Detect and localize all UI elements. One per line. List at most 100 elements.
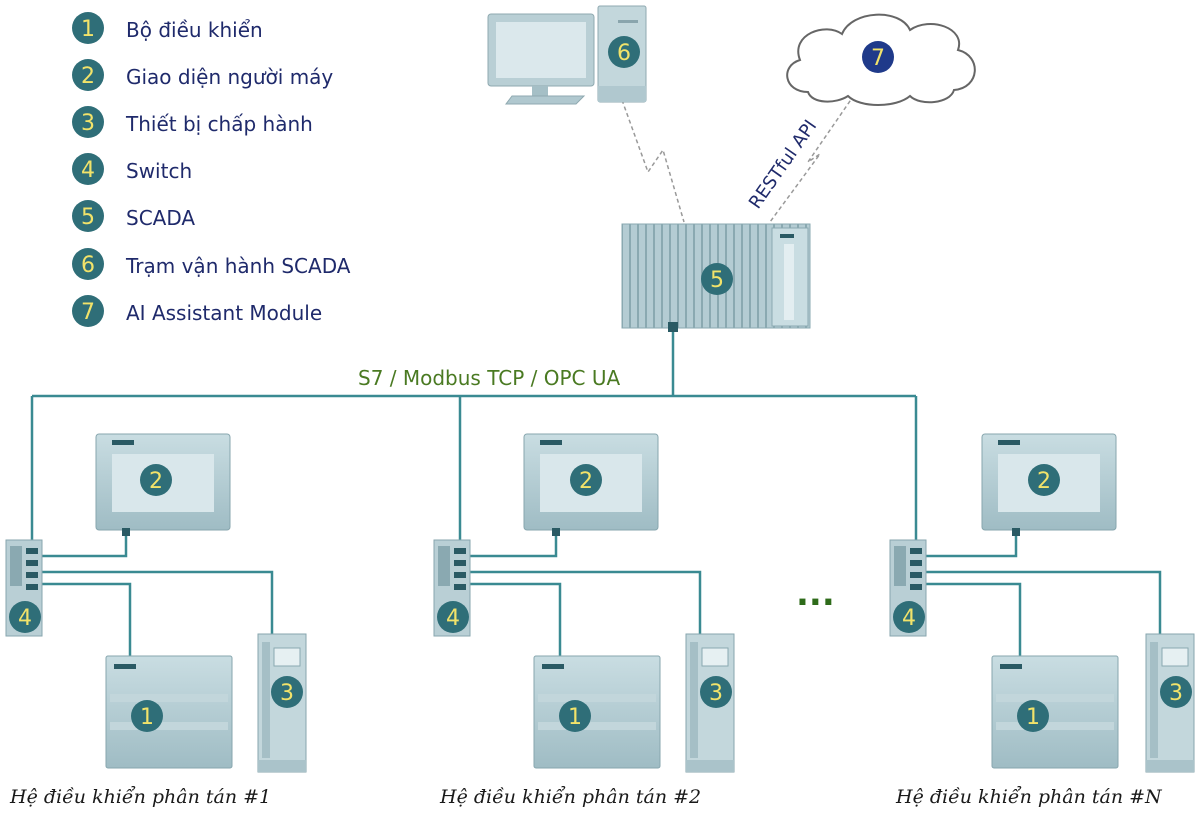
controller-body: [105, 655, 233, 769]
switch-port: [26, 548, 38, 554]
system-caption: Hệ điều khiển phân tán #1: [9, 786, 271, 808]
actuator-rail: [262, 642, 270, 758]
legend-label: Thiết bị chấp hành: [125, 112, 313, 136]
drive-slot: [618, 20, 638, 23]
badge-controller: [131, 700, 163, 732]
badge-hmi: [140, 464, 172, 496]
legend-badge-number: 5: [81, 205, 95, 230]
switch-port: [910, 584, 922, 590]
controller-body: [991, 655, 1119, 769]
switch-port: [26, 560, 38, 566]
system-wiring: [40, 530, 274, 656]
system-caption: Hệ điều khiển phân tán #2: [439, 786, 701, 808]
legend-badge: [72, 12, 104, 44]
hmi-port: [1012, 528, 1020, 536]
badge-actuator-number: 3: [1169, 681, 1183, 706]
legend-item: 2 Giao diện người máy: [72, 59, 333, 91]
legend-label: Bộ điều khiển: [126, 18, 263, 42]
actuator-rail: [1150, 642, 1158, 758]
switch-port: [454, 572, 466, 578]
station-link: [621, 99, 685, 223]
badge-hmi-number: 2: [579, 469, 593, 494]
legend-item: 6 Trạm vận hành SCADA: [72, 248, 351, 280]
legend-item: 7 AI Assistant Module: [72, 295, 322, 327]
legend-badge-number: 2: [81, 64, 95, 89]
actuator-display: [273, 647, 301, 667]
legend: 1 Bộ điều khiển 2 Giao diện người máy 3 …: [72, 12, 351, 327]
badge-hmi-number: 2: [1037, 469, 1051, 494]
badge-actuator: [271, 676, 303, 708]
legend-badge: [72, 59, 104, 91]
system-1: 2 4 1 3 Hệ điều khiển phân tán #1: [5, 433, 307, 808]
switch-port: [910, 572, 922, 578]
api-label: RESTful API: [745, 116, 821, 213]
actuator-display: [701, 647, 729, 667]
switch-leds: [438, 546, 450, 586]
controller-logo: [1000, 664, 1022, 669]
legend-badge-number: 7: [81, 300, 95, 325]
legend-badge-number: 6: [81, 253, 95, 278]
keyboard: [505, 95, 586, 105]
badge-controller-number: 1: [568, 705, 582, 730]
switch-port: [454, 560, 466, 566]
actuator-terminals: [258, 760, 306, 772]
system-2: 2 4 1 3 Hệ điều khiển phân tán #2: [433, 433, 735, 808]
badge-controller-number: 1: [1026, 705, 1040, 730]
scada-led: [780, 234, 794, 238]
badge-controller-number: 1: [140, 705, 154, 730]
badge-switch: [893, 601, 925, 633]
controller-terminal-top: [996, 694, 1114, 702]
legend-badge-number: 4: [81, 158, 95, 183]
badge-switch: [9, 601, 41, 633]
badge-actuator-number: 3: [709, 681, 723, 706]
switch-leds: [10, 546, 22, 586]
legend-label: SCADA: [126, 206, 195, 230]
controller-terminal-bottom: [110, 722, 228, 730]
actuator-rail: [690, 642, 698, 758]
badge-actuator: [1160, 676, 1192, 708]
system-wiring: [468, 530, 702, 656]
badge-hmi: [1028, 464, 1060, 496]
system-wiring: [924, 530, 1162, 656]
badge-actuator: [700, 676, 732, 708]
legend-badge: [72, 200, 104, 232]
badge-switch: [437, 601, 469, 633]
monitor-stand: [532, 86, 548, 96]
legend-label: Trạm vận hành SCADA: [125, 254, 351, 278]
badge-switch-number: 4: [18, 606, 32, 631]
badge-station-number: 6: [617, 41, 631, 66]
legend-item: 3 Thiết bị chấp hành: [72, 106, 313, 138]
badge-switch-number: 4: [902, 606, 916, 631]
badge-hmi-number: 2: [149, 469, 163, 494]
controller-terminal-bottom: [996, 722, 1114, 730]
legend-item: 5 SCADA: [72, 200, 195, 232]
legend-badge: [72, 295, 104, 327]
scada-port: [668, 322, 678, 332]
switch-port: [910, 548, 922, 554]
switch-port: [454, 548, 466, 554]
legend-badge-number: 1: [81, 17, 95, 42]
badge-ai-number: 7: [871, 46, 885, 71]
switch-port: [454, 584, 466, 590]
badge-hmi: [570, 464, 602, 496]
system-n: 2 4 1 3 Hệ điều khiển phân tán #N: [889, 433, 1195, 808]
hmi-logo: [998, 440, 1020, 445]
hmi-port: [122, 528, 130, 536]
controller-terminal-top: [110, 694, 228, 702]
actuator-display: [1161, 647, 1189, 667]
tower-base: [598, 86, 646, 102]
badge-scada-number: 5: [710, 268, 724, 293]
legend-label: Giao diện người máy: [126, 65, 333, 89]
badge-ai: [862, 41, 894, 73]
scada-unit: 5: [621, 223, 811, 332]
controller-terminal-bottom: [538, 722, 656, 730]
legend-badge: [72, 106, 104, 138]
badge-controller: [1017, 700, 1049, 732]
monitor-screen: [496, 22, 586, 78]
legend-badge-number: 3: [81, 111, 95, 136]
legend-badge: [72, 248, 104, 280]
switch-port: [26, 572, 38, 578]
badge-scada: [701, 263, 733, 295]
legend-item: 1 Bộ điều khiển: [72, 12, 263, 44]
controller-logo: [542, 664, 564, 669]
